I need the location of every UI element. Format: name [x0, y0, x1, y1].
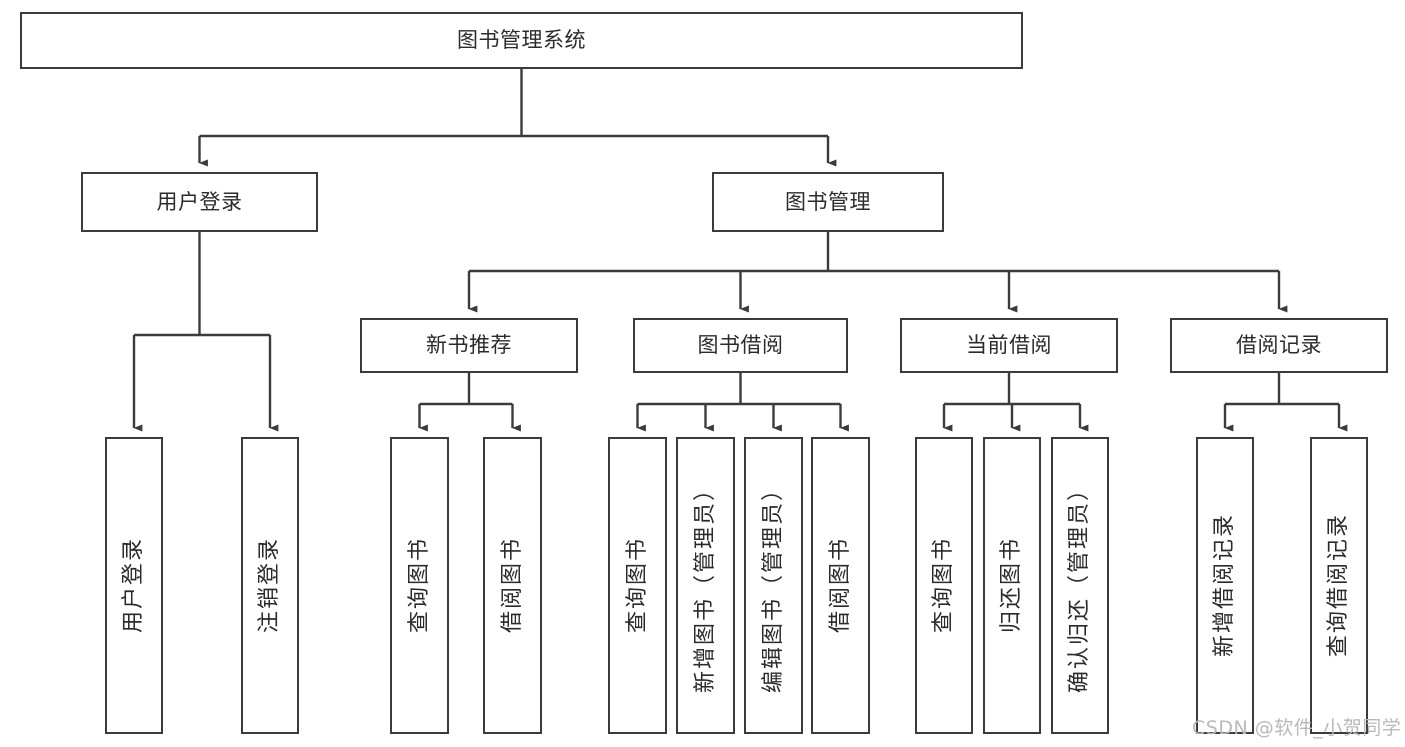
node-label: 注销登录 [257, 537, 282, 634]
node-leaf-edit-book[interactable]: 编辑图书（管理员） [744, 437, 803, 734]
node-label: 新书推荐 [426, 333, 512, 358]
node-leaf-user-login[interactable]: 用户登录 [105, 437, 163, 734]
node-label: 借阅记录 [1236, 333, 1322, 358]
node-book-manage[interactable]: 图书管理 [712, 172, 944, 232]
node-label: 用户登录 [156, 189, 243, 214]
node-label: 借阅图书 [499, 537, 525, 634]
csdn-watermark: CSDN @软件_小贺同学 [1192, 717, 1402, 739]
node-label: 新增借阅记录 [1212, 513, 1237, 658]
node-leaf-add-book[interactable]: 新增图书（管理员） [676, 437, 735, 734]
node-root[interactable]: 图书管理系统 [20, 12, 1023, 69]
node-leaf-add-record[interactable]: 新增借阅记录 [1196, 437, 1254, 734]
node-book-borrow[interactable]: 图书借阅 [633, 318, 848, 373]
node-label: 新增图书（管理员） [692, 477, 718, 694]
tree-edges [132, 69, 1348, 432]
node-borrow-record[interactable]: 借阅记录 [1170, 318, 1388, 373]
node-label: 归还图书 [999, 537, 1024, 634]
node-label: 查询图书 [624, 537, 650, 634]
node-label: 用户登录 [121, 537, 146, 634]
node-leaf-borrow-book-1[interactable]: 借阅图书 [483, 437, 542, 734]
node-label: 图书借阅 [697, 333, 784, 358]
node-leaf-query-book-2[interactable]: 查询图书 [608, 437, 667, 734]
node-leaf-confirm-return[interactable]: 确认归还（管理员） [1051, 437, 1109, 734]
node-label: 确认归还（管理员） [1067, 477, 1092, 694]
node-leaf-logout[interactable]: 注销登录 [241, 437, 299, 734]
node-user-login[interactable]: 用户登录 [81, 172, 318, 232]
node-leaf-query-book-3[interactable]: 查询图书 [915, 437, 973, 734]
node-leaf-return-book[interactable]: 归还图书 [983, 437, 1041, 734]
node-leaf-borrow-book-2[interactable]: 借阅图书 [811, 437, 870, 734]
node-label: 查询图书 [931, 537, 956, 634]
node-current-borrow[interactable]: 当前借阅 [900, 318, 1118, 373]
node-new-book-rec[interactable]: 新书推荐 [360, 318, 578, 373]
node-leaf-query-book-1[interactable]: 查询图书 [390, 437, 449, 734]
node-label: 查询借阅记录 [1326, 513, 1351, 658]
node-label: 编辑图书（管理员） [760, 477, 786, 694]
node-label: 查询图书 [406, 537, 432, 634]
node-leaf-query-record[interactable]: 查询借阅记录 [1310, 437, 1368, 734]
node-label: 图书管理 [785, 189, 871, 214]
node-label: 借阅图书 [827, 537, 853, 634]
node-label: 图书管理系统 [457, 28, 586, 53]
node-label: 当前借阅 [966, 333, 1052, 358]
